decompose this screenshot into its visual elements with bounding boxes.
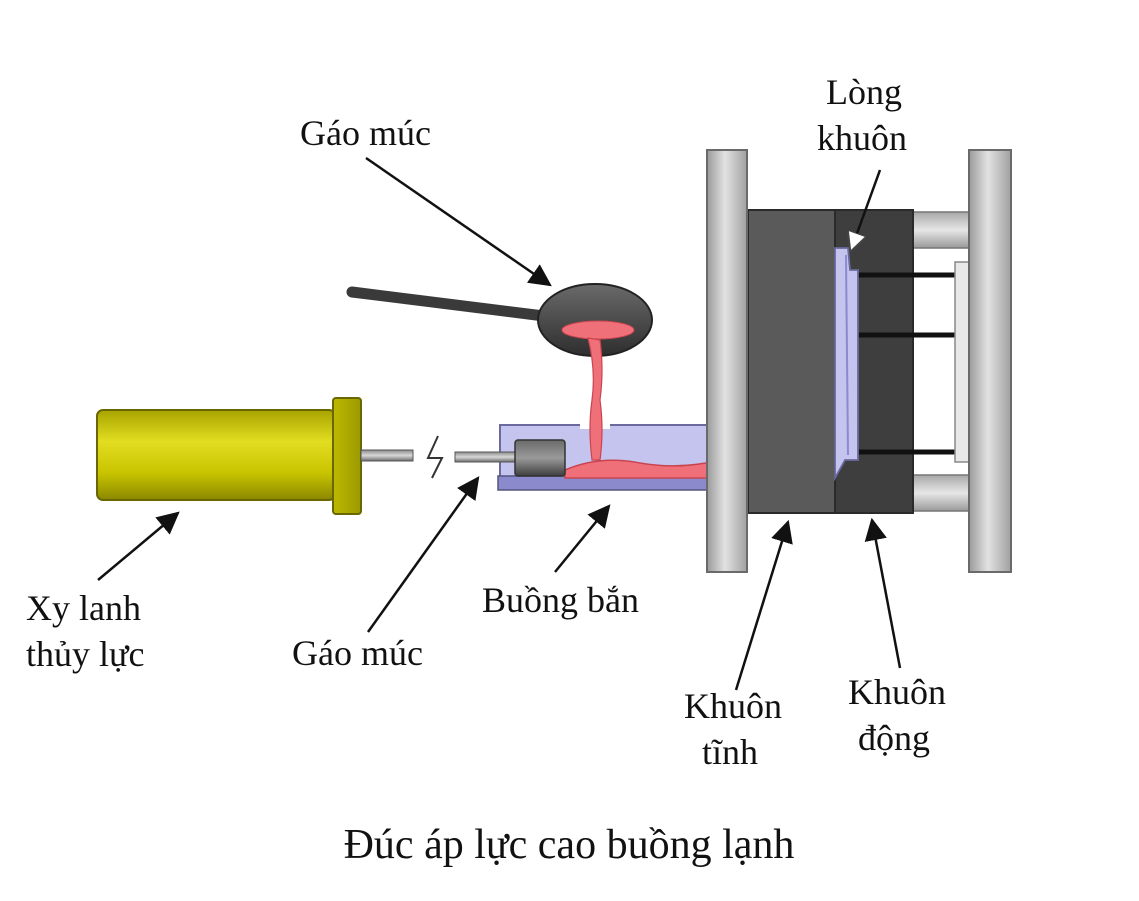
label-ladle-bottom: Gáo múc [292, 633, 423, 673]
label-hydraulic-cylinder-line1: Xy lanh [26, 588, 141, 628]
fixed-die-block [747, 209, 836, 514]
label-die-cavity-line2: khuôn [817, 118, 907, 158]
fixed-platen [706, 149, 748, 573]
label-moving-die-line2: động [858, 718, 930, 758]
label-hydraulic-cylinder-line2: thủy lực [26, 634, 145, 674]
label-shot-chamber: Buồng bắn [482, 580, 639, 620]
hydraulic-cylinder [96, 397, 414, 515]
break-symbol [426, 435, 444, 479]
tie-bar-bottom [904, 474, 976, 512]
pouring-stream [587, 337, 603, 461]
label-moving-die-line1: Khuôn [848, 672, 946, 712]
label-fixed-die-line2: tĩnh [702, 732, 758, 772]
leader-arrows [97, 156, 902, 691]
label-fixed-die-line1: Khuôn [684, 686, 782, 726]
ladle [346, 283, 653, 461]
plunger-rod [454, 451, 521, 463]
plunger-head [514, 439, 566, 477]
diagram-caption: Đúc áp lực cao buồng lạnh [344, 822, 795, 868]
label-ladle-top: Gáo múc [300, 113, 431, 153]
label-die-cavity-line1: Lòng [826, 72, 902, 112]
moving-platen [968, 149, 1012, 573]
die-assembly [706, 149, 1012, 573]
tie-bar-top [904, 211, 976, 249]
